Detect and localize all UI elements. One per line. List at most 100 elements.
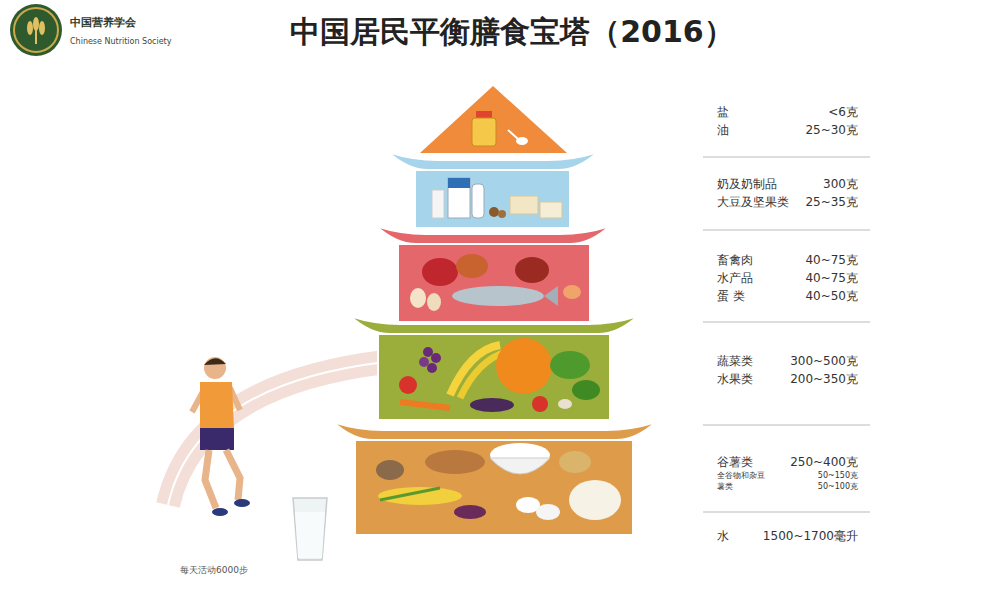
- pagoda-roof-part: [476, 111, 492, 118]
- water-glass: [293, 498, 327, 560]
- pagoda-tier-fruit-veg-part: [427, 363, 437, 373]
- amount-cell: 1500~1700毫升: [763, 530, 858, 543]
- pagoda-tier-fruit-veg-part: [350, 316, 638, 334]
- pagoda-tier-grains-part: [454, 505, 486, 519]
- pagoda-tier-fruit-veg-part: [423, 347, 433, 357]
- logo-part: [14, 8, 58, 52]
- logo: [10, 4, 62, 56]
- separator-lines-part: [703, 157, 870, 158]
- food-group-cell: 水果类: [717, 373, 753, 386]
- pagoda-tier-meat-part: [563, 285, 581, 299]
- amount-cell: 40~75克: [805, 254, 858, 267]
- amount-cell: 25~35克: [805, 196, 858, 209]
- pagoda-tier-meat-part: [515, 257, 549, 283]
- pagoda-roof-part: [420, 86, 567, 153]
- pagoda-tier-grains: [333, 422, 656, 535]
- water-glass-part: [295, 512, 325, 558]
- runner-figure: [192, 357, 250, 516]
- food-group-cell: 畜禽肉: [717, 254, 753, 267]
- runner-figure-part: [200, 382, 234, 430]
- food-group-cell: 蛋 类: [717, 290, 745, 303]
- amount-cell: 50~150克: [818, 472, 858, 481]
- amount-cell: 40~75克: [805, 272, 858, 285]
- food-group-cell: 奶及奶制品: [717, 178, 777, 191]
- pagoda-tier-fruit-veg-part: [572, 380, 600, 400]
- pagoda-roof-part: [472, 118, 496, 146]
- pagoda-roof-part: [508, 130, 518, 139]
- pagoda-tier-grains-part: [376, 460, 404, 480]
- logo-name: Chinese Nutrition Society: [70, 38, 171, 47]
- pagoda-tier-grains-part: [569, 480, 621, 520]
- logo-part: [10, 4, 62, 56]
- food-group-cell: 水产品: [717, 272, 753, 285]
- pagoda-roof-part: [516, 137, 528, 145]
- amount-cell: 40~50克: [805, 290, 858, 303]
- pagoda-tier-dairy-part: [415, 170, 570, 228]
- runner-figure-part: [234, 499, 250, 507]
- pagoda-tier-fruit-veg-part: [378, 334, 610, 420]
- runner-figure-part: [204, 358, 226, 365]
- logo-name: 中国营养学会: [70, 17, 136, 29]
- pagoda-tier-meat-part: [376, 226, 610, 244]
- amount-cell: 50~100克: [818, 483, 858, 492]
- pagoda-tier-fruit-veg-part: [550, 351, 590, 379]
- food-group-cell: 谷薯类: [717, 456, 753, 469]
- food-group-cell: 大豆及坚果类: [717, 196, 789, 209]
- pagoda-tier-dairy-part: [489, 207, 499, 217]
- amount-cell: 300克: [823, 178, 858, 191]
- logo-part: [33, 17, 39, 31]
- pagoda-tier-meat-part: [452, 286, 544, 306]
- logo-part: [39, 21, 45, 35]
- pagoda-tier-dairy-part: [432, 190, 444, 218]
- amount-cell: 300~500克: [790, 355, 858, 368]
- pagoda-tier-grains-part: [536, 504, 560, 520]
- runner-figure-part: [226, 450, 240, 500]
- logo-part: [35, 30, 37, 44]
- pagoda-tier-grains-part: [333, 422, 656, 440]
- food-group-cell: 水: [717, 530, 729, 543]
- separator-lines: [703, 157, 870, 512]
- runner-figure-part: [205, 450, 216, 508]
- activity-note: 每天活动6000步: [180, 566, 248, 576]
- runner-figure-part: [200, 428, 234, 450]
- separator-lines-part: [703, 230, 870, 231]
- pagoda-tier-dairy-part: [498, 210, 506, 218]
- pagoda-tier-meat-part: [456, 254, 488, 278]
- food-group-cell: 油: [717, 124, 729, 137]
- pagoda-tier-meat: [376, 226, 610, 322]
- pagoda-tier-dairy-part: [448, 178, 470, 218]
- pagoda-tier-grains-part: [425, 450, 485, 474]
- pagoda-tier-fruit-veg-part: [470, 398, 514, 412]
- pagoda-tier-fruit-veg: [350, 316, 638, 420]
- pagoda-tier-dairy-part: [472, 184, 484, 218]
- pagoda-tier-dairy-part: [540, 202, 562, 218]
- pagoda-tier-fruit-veg-part: [399, 376, 417, 394]
- logo-part: [27, 21, 33, 35]
- title: 中国居民平衡膳食宝塔（2016）: [262, 14, 762, 50]
- separator-lines-part: [703, 512, 870, 513]
- amount-cell: 200~350克: [790, 373, 858, 386]
- pagoda-tier-grains-part: [490, 458, 550, 474]
- pagoda-tier-fruit-veg-part: [400, 402, 450, 408]
- pagoda-tier-dairy-part: [388, 152, 598, 170]
- food-group-cell: 蔬菜类: [717, 355, 753, 368]
- food-group-cell: 薯类: [717, 483, 733, 492]
- runner-figure-part: [204, 357, 226, 379]
- pagoda-tier-grains-part: [378, 487, 462, 505]
- runner-figure-part: [212, 508, 228, 516]
- pagoda-tier-fruit-veg-part: [431, 353, 441, 363]
- pagoda-tier-fruit-veg-part: [419, 357, 429, 367]
- pagoda-tier-meat-part: [410, 288, 426, 308]
- amount-cell: 25~30克: [805, 124, 858, 137]
- food-group-cell: 全谷物和杂豆: [717, 472, 765, 481]
- pagoda-tier-meat-part: [398, 244, 590, 322]
- pagoda-tier-grains-part: [380, 488, 440, 500]
- food-group-cell: 盐: [717, 106, 729, 119]
- pagoda-tier-dairy-part: [510, 196, 538, 214]
- pagoda-roof: [420, 86, 567, 153]
- amount-cell: 250~400克: [790, 456, 858, 469]
- pagoda-tier-grains-part: [559, 451, 591, 473]
- pagoda-tier-grains-part: [355, 440, 633, 535]
